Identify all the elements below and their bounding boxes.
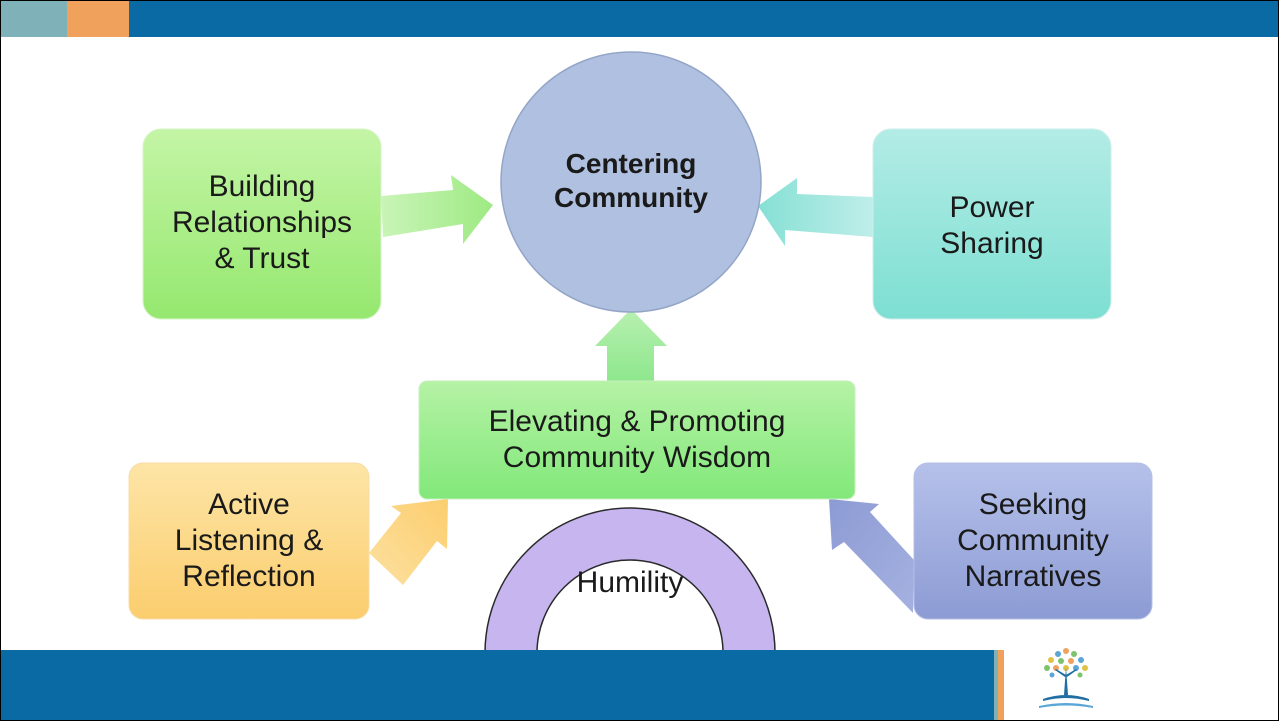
arrow-wisdom-to-center: [595, 309, 667, 381]
top-header-band: [1, 1, 1278, 37]
narratives-label: Seeking Community Narratives: [957, 488, 1109, 593]
power-sharing-box: [872, 128, 1112, 320]
header-accent-teal: [1, 1, 67, 37]
centering-community-circle: [500, 51, 762, 313]
narratives-box: [913, 462, 1153, 620]
humility-label: Humility: [576, 566, 684, 599]
footer-accent-teal: [994, 650, 998, 720]
listening-label: Active Listening & Reflection: [174, 488, 324, 593]
listening-box: [128, 462, 370, 620]
power-sharing-label: Power Sharing: [940, 191, 1044, 260]
relationships-label: Building Relationships & Trust: [171, 170, 353, 275]
header-accent-orange: [67, 1, 129, 37]
tree-logo-icon: [1039, 648, 1093, 708]
humility-arch: [484, 507, 776, 654]
footer-accent-orange: [998, 650, 1004, 720]
arrow-narratives-to-wisdom: [829, 499, 914, 613]
relationships-box: [142, 128, 382, 320]
centering-community-label: Centering Community: [554, 148, 708, 213]
arrow-power-to-center: [758, 178, 873, 246]
wisdom-label: Elevating & Promoting Community Wisdom: [488, 405, 786, 474]
wisdom-box: [418, 380, 856, 500]
arrow-relationships-to-center: [381, 175, 493, 244]
bottom-footer-band: [1, 650, 994, 720]
arrow-listening-to-wisdom: [369, 499, 448, 585]
